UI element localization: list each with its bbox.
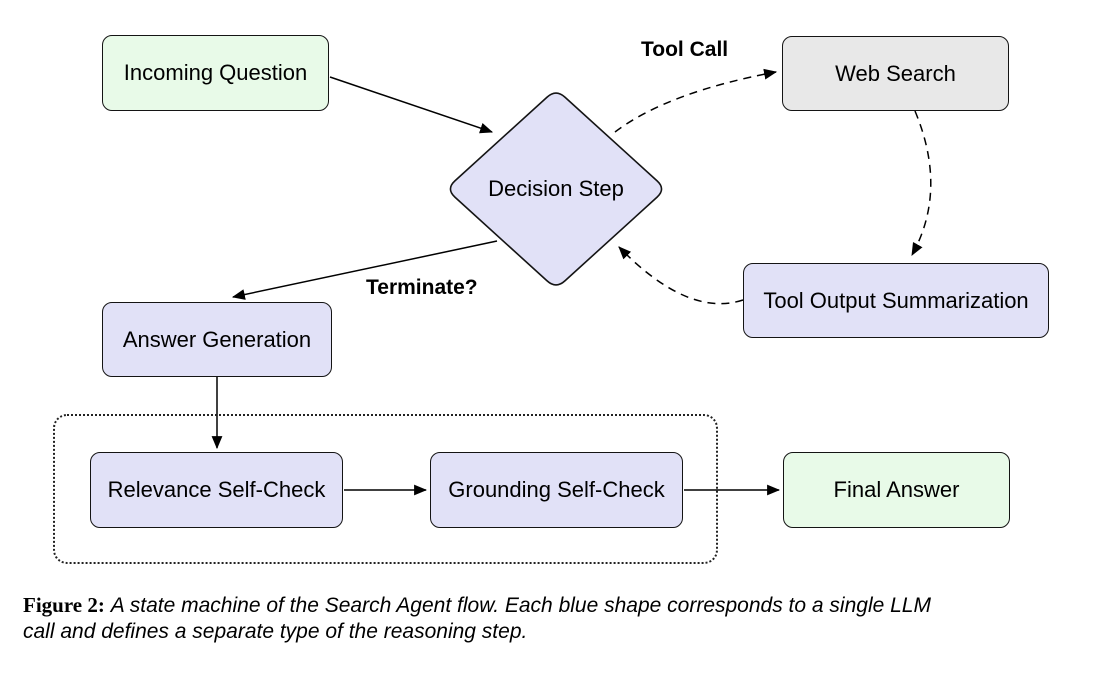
node-tool-output-summarization: Tool Output Summarization bbox=[743, 263, 1049, 338]
node-web-search-label: Web Search bbox=[835, 60, 956, 86]
node-decision-step: Decision Step bbox=[446, 89, 666, 289]
figure-caption-number: Figure 2: bbox=[23, 593, 105, 617]
node-tool-output-summarization-label: Tool Output Summarization bbox=[763, 287, 1029, 313]
figure-caption-line2: call and defines a separate type of the … bbox=[23, 620, 528, 643]
node-grounding-self-check: Grounding Self-Check bbox=[430, 452, 683, 528]
node-grounding-self-check-label: Grounding Self-Check bbox=[448, 477, 665, 502]
decision-step-diamond-shape bbox=[449, 92, 663, 286]
figure-caption: Figure 2: A state machine of the Search … bbox=[23, 592, 1103, 645]
edge-label-terminate: Terminate? bbox=[366, 276, 478, 299]
node-answer-generation-label: Answer Generation bbox=[122, 326, 312, 352]
node-final-answer: Final Answer bbox=[783, 452, 1010, 528]
node-relevance-self-check: Relevance Self-Check bbox=[90, 452, 343, 528]
node-relevance-self-check-label: Relevance Self-Check bbox=[107, 477, 326, 502]
node-final-answer-label: Final Answer bbox=[833, 477, 960, 502]
edge-label-tool-call: Tool Call bbox=[641, 38, 729, 61]
self-check-group-outline bbox=[53, 414, 718, 564]
node-answer-generation: Answer Generation bbox=[102, 302, 332, 377]
node-incoming-question-label: Incoming Question bbox=[123, 60, 308, 85]
node-web-search: Web Search bbox=[782, 36, 1009, 111]
arrow-summarization-to-decision bbox=[618, 246, 744, 305]
node-decision-step-label: Decision Step bbox=[488, 176, 624, 201]
arrow-incoming-to-decision bbox=[329, 76, 494, 134]
node-incoming-question: Incoming Question bbox=[102, 35, 329, 111]
arrow-websearch-to-summarization bbox=[911, 110, 932, 256]
figure-caption-line1: A state machine of the Search Agent flow… bbox=[110, 594, 931, 617]
arrow-decision-to-websearch bbox=[614, 68, 778, 133]
arrow-decision-to-answer bbox=[231, 240, 498, 300]
